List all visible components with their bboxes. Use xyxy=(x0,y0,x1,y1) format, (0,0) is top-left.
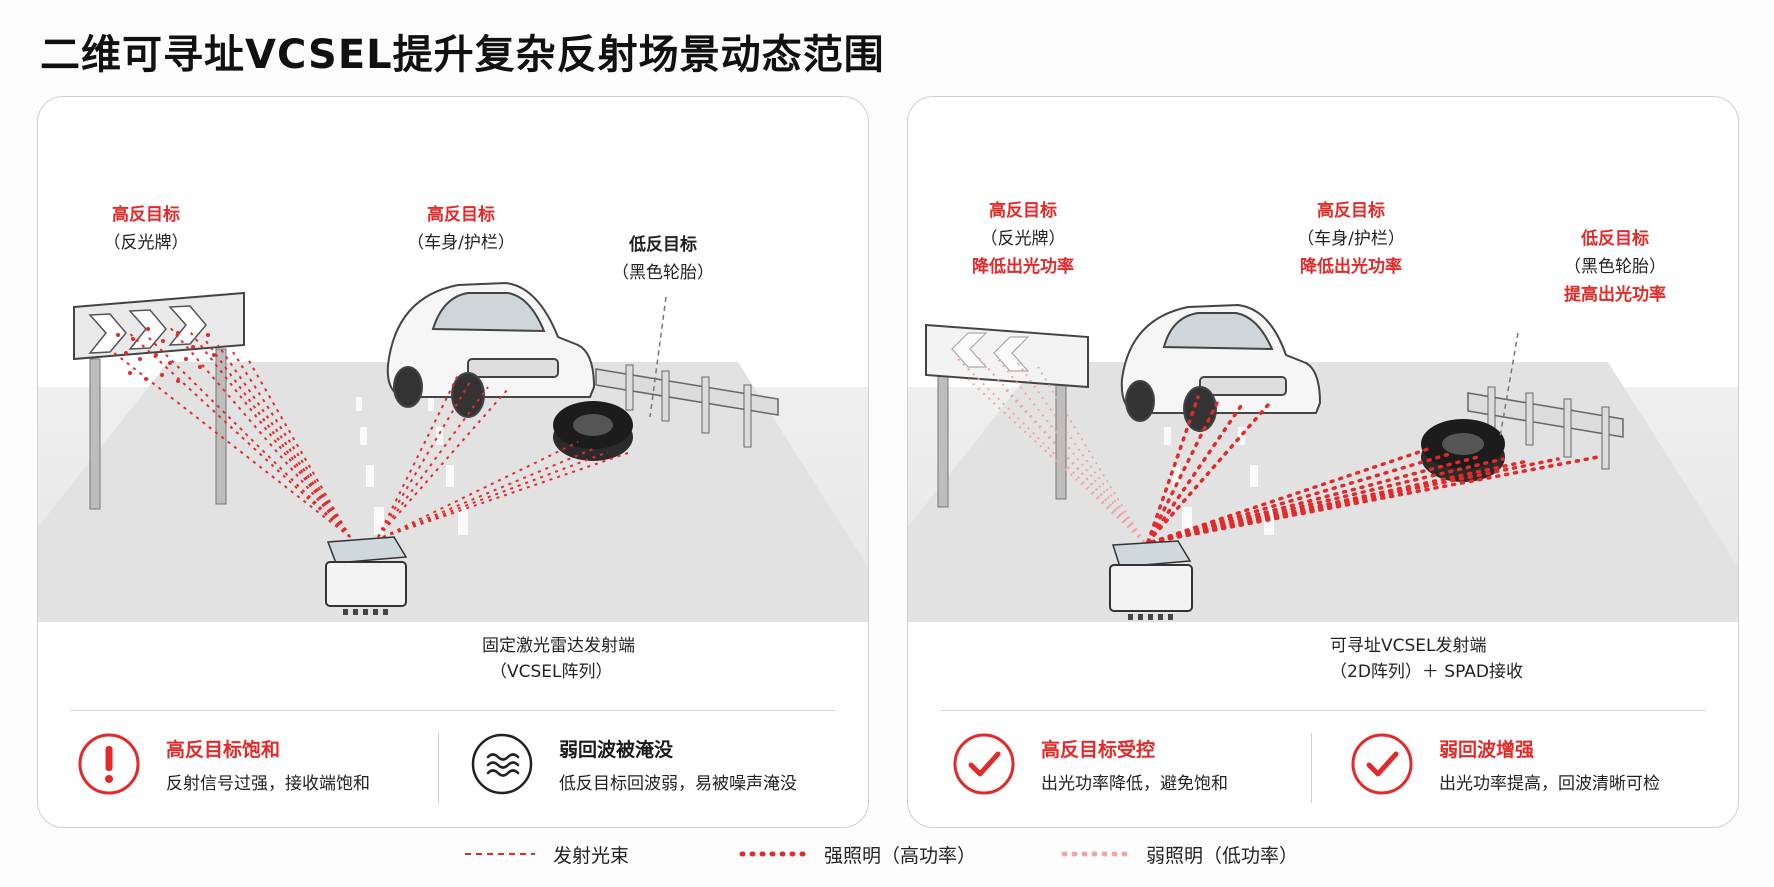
status-desc: 低反目标回波弱，易被噪声淹没 xyxy=(559,774,797,794)
status-weak-echo: 弱回波被淹没 低反目标回波弱，易被噪声淹没 xyxy=(471,733,851,803)
tire-label: 低反目标 （黑色轮胎） 提高出光功率 xyxy=(1564,225,1666,309)
emitter-line1: 可寻址VCSEL发射端 xyxy=(1330,636,1487,656)
tire-label-sub: （黑色轮胎） xyxy=(1564,257,1666,277)
strong-beams xyxy=(1146,395,1600,544)
legend-label: 弱照明（低功率） xyxy=(1146,845,1299,867)
sign-label-title: 高反目标 xyxy=(989,201,1057,221)
sign-label-action: 降低出光功率 xyxy=(972,257,1074,277)
car xyxy=(1120,303,1322,432)
check-icon xyxy=(953,733,1015,795)
sign-label: 高反目标 （反光牌） xyxy=(104,201,189,257)
emitted-beams xyxy=(112,324,629,538)
car xyxy=(386,281,596,418)
status-heading: 弱回波增强 xyxy=(1439,739,1535,761)
road-surface xyxy=(908,362,1738,622)
status-heading: 高反目标受控 xyxy=(1041,739,1156,761)
legend: 发射光束 强照明（高功率） 弱照明（低功率） xyxy=(0,838,1774,872)
sign-label: 高反目标 （反光牌） 降低出光功率 xyxy=(972,197,1074,281)
strong-dots-icon xyxy=(739,851,813,857)
car-label: 高反目标 （车身/护栏） 降低出光功率 xyxy=(1297,197,1405,281)
car-label-sub: （车身/护栏） xyxy=(1297,229,1405,249)
emitter-line2: （2D阵列）＋ SPAD接收 xyxy=(1330,662,1523,682)
status-desc: 反射信号过强，接收端饱和 xyxy=(166,774,370,794)
right-panel: 高反目标 （反光牌） 降低出光功率 高反目标 （车身/护栏） 降低出光功率 低反… xyxy=(907,96,1739,828)
emitter-line2: （VCSEL阵列） xyxy=(490,662,613,682)
addressable-emitter xyxy=(1109,540,1193,620)
status-divider xyxy=(438,733,439,803)
wave-icon xyxy=(471,733,533,795)
guardrail xyxy=(595,364,779,448)
tire-label-title: 低反目标 xyxy=(1581,229,1649,249)
status-saturation: 高反目标饱和 反射信号过强，接收端饱和 xyxy=(78,733,408,803)
fixed-emitter xyxy=(325,536,408,615)
weak-dots-icon xyxy=(1061,851,1135,857)
legend-label: 强照明（高功率） xyxy=(824,845,977,867)
status-divider xyxy=(1311,733,1312,803)
sign-label-title: 高反目标 xyxy=(112,205,180,225)
car-label-title: 高反目标 xyxy=(1316,201,1385,221)
left-scene xyxy=(38,281,868,622)
reflective-sign xyxy=(73,291,245,510)
check-icon xyxy=(1351,733,1413,795)
right-scene xyxy=(908,303,1738,622)
sign-label-sub: （反光牌） xyxy=(980,229,1066,249)
tire-label: 低反目标 （黑色轮胎） xyxy=(612,231,714,287)
status-heading: 高反目标饱和 xyxy=(166,739,281,761)
left-panel: 高反目标 （反光牌） 高反目标 （车身/护栏） 低反目标 （黑色轮胎） 固定激光… xyxy=(37,96,869,828)
car-label-action: 降低出光功率 xyxy=(1299,257,1402,277)
car-label-sub: （车身/护栏） xyxy=(407,233,515,253)
dashed-line-icon xyxy=(465,853,535,855)
tire xyxy=(553,401,633,461)
lane-markings xyxy=(356,397,468,535)
status-high-controlled: 高反目标受控 出光功率降低，避免饱和 xyxy=(953,733,1283,803)
road-surface xyxy=(38,362,868,622)
tire-pointer xyxy=(649,296,667,418)
weak-beams xyxy=(957,356,1145,543)
car-label: 高反目标 （车身/护栏） xyxy=(407,201,515,257)
guardrail xyxy=(1467,386,1624,470)
reflective-sign xyxy=(925,323,1089,508)
status-desc: 出光功率提高，回波清晰可检 xyxy=(1439,774,1660,794)
emitter-caption: 可寻址VCSEL发射端 （2D阵列）＋ SPAD接收 xyxy=(1330,633,1523,685)
exclamation-icon xyxy=(78,733,140,795)
tire-label-action: 提高出光功率 xyxy=(1564,285,1666,305)
page-title: 二维可寻址VCSEL提升复杂反射场景动态范围 xyxy=(40,32,885,78)
status-weak-enhanced: 弱回波增强 出光功率提高，回波清晰可检 xyxy=(1351,733,1731,803)
emitter-line1: 固定激光雷达发射端 xyxy=(482,636,635,656)
panel-divider xyxy=(940,710,1706,711)
tire-label-title: 低反目标 xyxy=(629,235,697,255)
tire-label-sub: （黑色轮胎） xyxy=(612,263,714,283)
status-heading: 弱回波被淹没 xyxy=(559,739,674,761)
car-label-title: 高反目标 xyxy=(426,205,495,225)
emitter-caption: 固定激光雷达发射端 （VCSEL阵列） xyxy=(482,633,635,685)
sign-label-sub: （反光牌） xyxy=(103,233,189,253)
panel-divider xyxy=(70,710,836,711)
sign-scatter xyxy=(116,327,216,383)
status-desc: 出光功率降低，避免饱和 xyxy=(1041,774,1228,794)
tire xyxy=(1421,419,1505,482)
legend-label: 发射光束 xyxy=(553,845,630,867)
